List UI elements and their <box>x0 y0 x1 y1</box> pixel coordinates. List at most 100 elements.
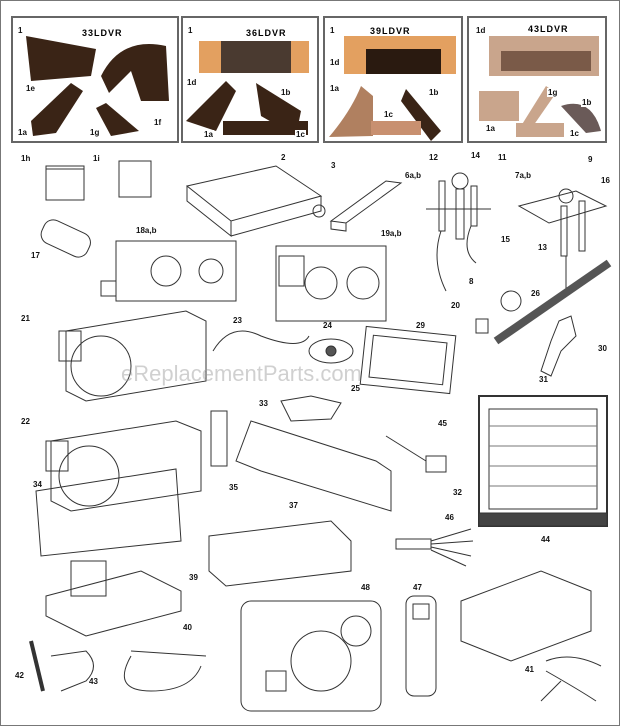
part-37 <box>208 520 352 587</box>
part-41 <box>540 656 602 702</box>
part-label: 1f <box>153 118 163 127</box>
log-set-39ldvr: 39LDVR 1 1d 1a 1b 1c <box>323 16 463 143</box>
label-11: 11 <box>498 153 507 162</box>
part-44 <box>460 570 592 662</box>
part-3 <box>329 180 403 232</box>
part-31 <box>478 395 608 527</box>
watermark: eReplacementParts.com <box>121 361 362 386</box>
label-39: 39 <box>189 573 198 582</box>
part-label: 1a <box>329 84 340 93</box>
label-15: 15 <box>501 235 510 244</box>
part-42 <box>29 640 45 692</box>
part-label: 1d <box>329 58 341 67</box>
part-label: 1b <box>581 98 593 107</box>
label-44: 44 <box>541 535 550 544</box>
part-25 <box>280 395 342 422</box>
part-label: 1c <box>569 129 580 138</box>
part-40 <box>123 650 207 692</box>
part-2 <box>185 165 326 238</box>
part-label: 1b <box>280 88 292 97</box>
label-30: 30 <box>598 344 607 353</box>
label-6: 6a,b <box>405 171 422 180</box>
part-label: 1d <box>186 78 198 87</box>
label-26: 26 <box>531 289 540 298</box>
part-label: 1c <box>383 110 394 119</box>
label-32: 32 <box>453 488 462 497</box>
label-48: 48 <box>361 583 370 592</box>
label-33: 33 <box>259 399 268 408</box>
part-34 <box>35 468 182 557</box>
logs-39 <box>329 36 456 141</box>
label-24: 24 <box>323 321 332 330</box>
part-43 <box>50 650 94 692</box>
label-41: 41 <box>525 665 534 674</box>
label-42: 42 <box>15 671 24 680</box>
label-16: 16 <box>601 176 610 185</box>
log-set-33ldvr: 33LDVR 1 1e 1f 1a 1g <box>11 16 179 143</box>
label-40: 40 <box>183 623 192 632</box>
part-6 <box>426 172 491 292</box>
label-1i: 1i <box>93 154 100 163</box>
part-20 <box>475 259 612 345</box>
part-label: 1e <box>25 84 36 93</box>
part-17 <box>40 219 91 258</box>
label-47: 47 <box>413 583 422 592</box>
logs-33 <box>26 36 169 136</box>
part-18 <box>100 240 237 302</box>
part-label: 1a <box>485 124 496 133</box>
label-3: 3 <box>331 161 336 170</box>
part-label: 1 <box>187 26 194 35</box>
label-43: 43 <box>89 677 98 686</box>
part-26 <box>500 290 522 312</box>
label-31: 31 <box>539 375 548 384</box>
label-22: 22 <box>21 417 30 426</box>
label-14: 14 <box>471 151 480 160</box>
part-23 <box>212 330 310 352</box>
part-label: 1a <box>203 130 214 139</box>
part-30 <box>540 315 577 377</box>
part-7 <box>517 188 608 291</box>
part-21 <box>58 310 207 402</box>
label-29: 29 <box>416 321 425 330</box>
label-45: 45 <box>438 419 447 428</box>
part-label: 1g <box>89 128 101 137</box>
part-label: 1b <box>428 88 440 97</box>
part-45 <box>385 435 447 473</box>
label-13: 13 <box>538 243 547 252</box>
label-18: 18a,b <box>136 226 157 235</box>
part-48 <box>240 600 382 712</box>
part-19 <box>275 245 387 322</box>
label-1h: 1h <box>21 154 31 163</box>
log-set-36ldvr: 36LDVR 1 1d 1b 1a 1c <box>181 16 319 143</box>
logs-36 <box>186 41 309 136</box>
label-7: 7a,b <box>515 171 532 180</box>
label-37: 37 <box>289 501 298 510</box>
label-2: 2 <box>281 153 286 162</box>
part-label: 1g <box>547 88 559 97</box>
part-label: 1c <box>295 130 306 139</box>
bag-1h <box>45 165 85 201</box>
part-47 <box>405 595 437 697</box>
part-22 <box>45 420 202 512</box>
part-46 <box>395 528 474 567</box>
bag-1i <box>118 160 152 198</box>
label-25: 25 <box>351 384 360 393</box>
label-19: 19a,b <box>381 229 402 238</box>
label-9: 9 <box>588 155 593 164</box>
label-8: 8 <box>469 277 474 286</box>
part-label: 1 <box>329 26 336 35</box>
part-24 <box>308 338 354 364</box>
model-label: 43LDVR <box>527 24 570 34</box>
part-label: 1a <box>17 128 28 137</box>
label-23: 23 <box>233 316 242 325</box>
label-35: 35 <box>229 483 238 492</box>
part-35 <box>210 410 228 467</box>
label-34: 34 <box>33 480 42 489</box>
part-label: 1d <box>475 26 487 35</box>
part-29 <box>359 325 457 395</box>
part-39 <box>45 560 182 637</box>
model-label: 33LDVR <box>81 28 124 38</box>
label-21: 21 <box>21 314 30 323</box>
